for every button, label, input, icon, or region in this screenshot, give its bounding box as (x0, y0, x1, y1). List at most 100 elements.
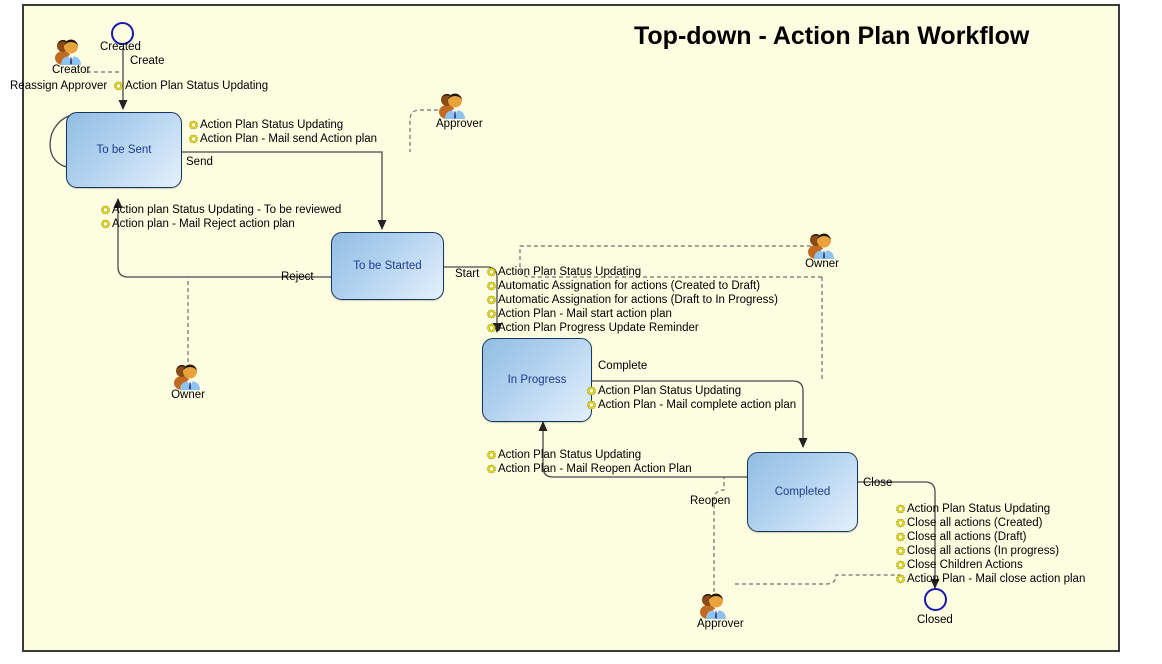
gear-icon (486, 294, 497, 305)
gear-icon (188, 133, 199, 144)
users-icon (697, 588, 731, 620)
action-item: Close all actions (Created) (895, 516, 1085, 530)
action-item: Action Plan Status Updating (486, 265, 778, 279)
final-node-closed[interactable] (924, 588, 947, 611)
actor-owner-left-label: Owner (171, 389, 205, 401)
actor-creator[interactable]: Creator (52, 34, 91, 76)
actor-owner-right-label: Owner (805, 258, 839, 270)
gear-icon (100, 204, 111, 215)
state-to-be-sent-label: To be Sent (96, 144, 152, 156)
state-completed-label: Completed (774, 486, 831, 498)
state-in-progress[interactable]: In Progress (482, 338, 592, 422)
action-item-label: Action Plan Status Updating (498, 266, 642, 278)
action-item-label: Close all actions (Created) (907, 517, 1043, 529)
gear-icon (895, 573, 906, 584)
state-to-be-started[interactable]: To be Started (331, 232, 444, 300)
initial-node-created-label: Created (100, 41, 141, 53)
action-item-label: Action Plan - Mail send Action plan (200, 133, 378, 145)
action-item-label: Action plan - Mail Reject action plan (112, 218, 295, 230)
action-item-label: Action Plan - Mail close action plan (907, 573, 1086, 585)
users-icon (52, 34, 86, 66)
action-item: Action Plan Status Updating (486, 448, 692, 462)
action-item-label: Action plan Status Updating - To be revi… (112, 204, 342, 216)
state-to-be-started-label: To be Started (353, 260, 422, 272)
transition-label-close: Close (863, 477, 893, 489)
gear-icon (586, 399, 597, 410)
actor-creator-label: Creator (52, 64, 91, 76)
users-icon (436, 88, 470, 120)
action-item: Close all actions (Draft) (895, 530, 1085, 544)
initial-node-created[interactable] (111, 22, 134, 45)
action-item-label: Automatic Assignation for actions (Creat… (498, 280, 761, 292)
action-item-label: Action Plan - Mail start action plan (498, 308, 672, 320)
transition-label-reassign-approver: Reassign Approver (10, 80, 108, 92)
gear-icon (895, 503, 906, 514)
action-item: Action Plan Status Updating (895, 502, 1085, 516)
action-item: Action Plan - Mail close action plan (895, 572, 1085, 586)
action-item: Action plan Status Updating - To be revi… (100, 203, 341, 217)
gear-icon (486, 266, 497, 277)
action-item: Action plan - Mail Reject action plan (100, 217, 341, 231)
transition-label-start: Start (455, 268, 480, 280)
transition-label-send: Send (186, 156, 213, 168)
action-item: Automatic Assignation for actions (Creat… (486, 279, 778, 293)
users-icon (805, 228, 839, 260)
action-item-label: Close Children Actions (907, 559, 1023, 571)
gear-icon (895, 531, 906, 542)
state-in-progress-label: In Progress (507, 374, 567, 386)
action-list-reject: Action plan Status Updating - To be revi… (100, 203, 341, 231)
transition-label-create: Create (130, 55, 165, 67)
transition-label-reject: Reject (281, 271, 314, 283)
action-item: Close Children Actions (895, 558, 1085, 572)
gear-icon (486, 322, 497, 333)
action-item: Action Plan - Mail send Action plan (188, 132, 377, 146)
action-item: Automatic Assignation for actions (Draft… (486, 293, 778, 307)
transition-label-complete: Complete (598, 360, 648, 372)
users-icon (171, 359, 205, 391)
action-item-label: Action Plan - Mail complete action plan (598, 399, 797, 411)
action-item-label: Close all actions (In progress) (907, 545, 1060, 557)
gear-icon (486, 463, 497, 474)
actor-approver-top[interactable]: Approver (436, 88, 483, 130)
actor-approver-bottom-label: Approver (697, 618, 744, 630)
gear-icon (486, 280, 497, 291)
diagram-frame (22, 4, 1120, 652)
action-item: Action Plan Progress Update Reminder (486, 321, 778, 335)
gear-icon (188, 119, 199, 130)
action-item: Action Plan Status Updating (188, 118, 377, 132)
state-completed[interactable]: Completed (747, 452, 858, 532)
actor-approver-top-label: Approver (436, 118, 483, 130)
action-item-label: Action Plan Status Updating (200, 119, 344, 131)
action-item-label: Action Plan Status Updating (498, 449, 642, 461)
gear-icon (113, 80, 124, 91)
final-node-closed-label: Closed (917, 614, 953, 626)
action-item-label: Action Plan - Mail Reopen Action Plan (498, 463, 692, 475)
gear-icon (486, 449, 497, 460)
action-item: Action Plan - Mail start action plan (486, 307, 778, 321)
action-item: Action Plan Status Updating (113, 79, 268, 93)
action-item: Action Plan - Mail Reopen Action Plan (486, 462, 692, 476)
gear-icon (100, 218, 111, 229)
action-item-label: Action Plan Status Updating (125, 80, 269, 92)
action-list-create: Action Plan Status Updating (113, 79, 268, 93)
gear-icon (895, 559, 906, 570)
action-item-label: Automatic Assignation for actions (Draft… (498, 294, 778, 306)
action-item: Action Plan - Mail complete action plan (586, 398, 796, 412)
action-item-label: Action Plan Progress Update Reminder (498, 322, 699, 334)
page-title: Top-down - Action Plan Workflow (634, 22, 1030, 50)
gear-icon (895, 545, 906, 556)
action-item: Close all actions (In progress) (895, 544, 1085, 558)
actor-approver-bottom[interactable]: Approver (697, 588, 744, 630)
action-item-label: Action Plan Status Updating (598, 385, 742, 397)
state-to-be-sent[interactable]: To be Sent (66, 112, 182, 188)
actor-owner-left[interactable]: Owner (171, 359, 205, 401)
action-item-label: Close all actions (Draft) (907, 531, 1027, 543)
action-item: Action Plan Status Updating (586, 384, 796, 398)
actor-owner-right[interactable]: Owner (805, 228, 839, 270)
